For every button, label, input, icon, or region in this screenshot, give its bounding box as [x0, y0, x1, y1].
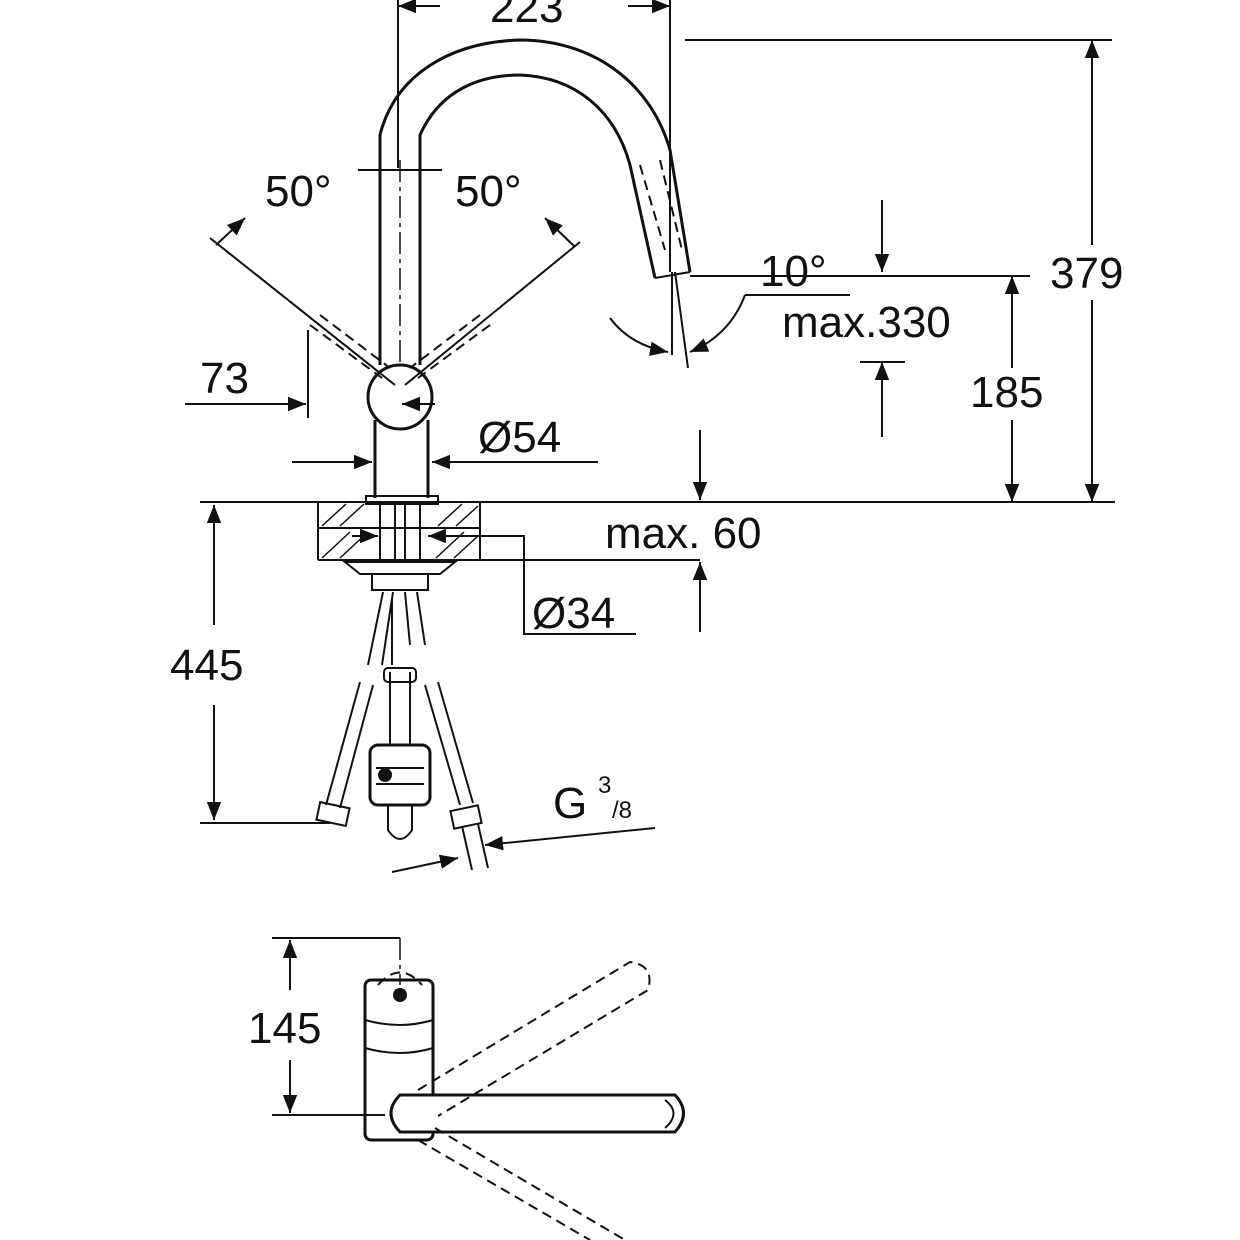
label-lever-angle-left: 50°: [265, 167, 332, 216]
label-connection-thread: G: [553, 779, 587, 828]
countertop-section: [200, 495, 1115, 591]
supply-hoses: [315, 591, 489, 871]
dimension-lines: [185, 0, 1112, 873]
label-hose-length: 445: [170, 641, 243, 690]
label-max-height-outlet: max.330: [782, 298, 951, 347]
label-outlet-height: 185: [970, 368, 1043, 417]
label-lever-offset: 73: [200, 354, 249, 403]
dimension-labels: 223 50° 50° 10° max.330 379 185 73 Ø54 m…: [170, 0, 1123, 1053]
label-body-diameter: Ø54: [478, 413, 561, 462]
label-lever-angle-right: 50°: [455, 167, 522, 216]
label-spout-reach: 223: [490, 0, 563, 32]
faucet-side-view: [209, 38, 692, 498]
label-total-height: 379: [1050, 249, 1123, 298]
label-connection-denominator: /8: [612, 797, 632, 824]
label-max-counter-thickness: max. 60: [605, 509, 762, 558]
label-top-view-depth: 145: [248, 1004, 321, 1053]
label-connection-numerator: 3: [598, 772, 611, 799]
label-spray-angle: 10°: [760, 247, 827, 296]
faucet-top-view: [272, 937, 685, 1240]
label-hole-diameter: Ø34: [532, 589, 615, 638]
